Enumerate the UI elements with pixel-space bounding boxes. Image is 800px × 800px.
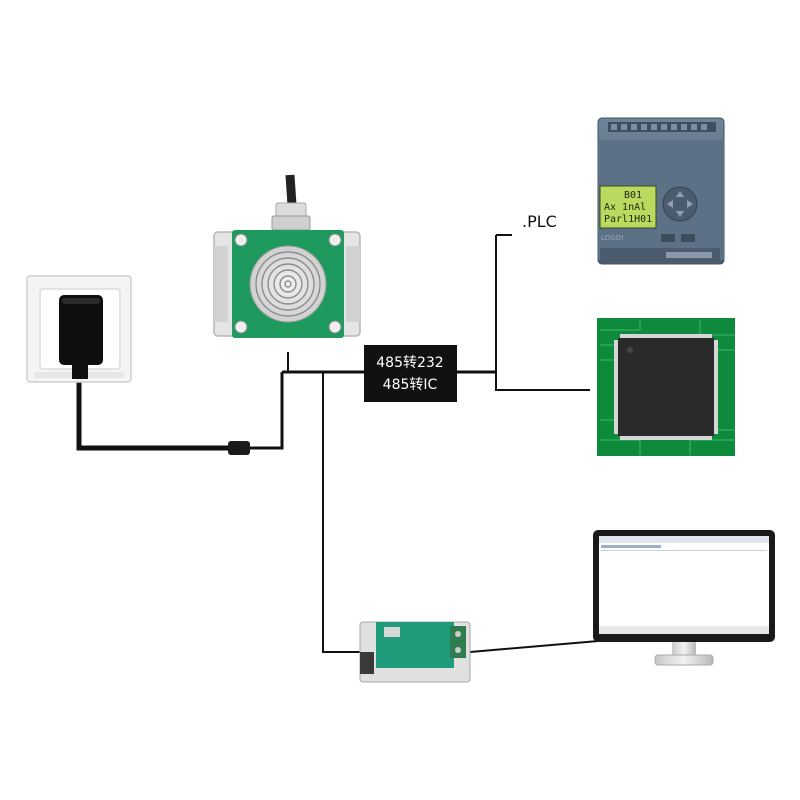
cable-connector — [228, 441, 250, 455]
plc-label: .PLC — [522, 212, 557, 231]
module-to-pc — [469, 639, 611, 653]
power-adapter-icon — [59, 295, 103, 379]
power-cable — [76, 380, 230, 451]
module-branch — [322, 372, 362, 653]
converter-label-1: 485转232 — [376, 355, 443, 371]
converter-box: 485转232 485转IC — [364, 345, 457, 402]
plc-branch — [495, 235, 590, 391]
plc-lcd-line1: B01 — [624, 190, 642, 201]
wires — [76, 234, 611, 653]
microcontroller-icon — [597, 318, 735, 456]
plc-icon: B01 Ax 1nAl Parl1H01 LOGO! — [597, 117, 725, 265]
plc-lcd-line3: Parl1H01 — [604, 214, 652, 225]
computer-monitor-icon — [593, 530, 775, 666]
plc-lcd-line2: Ax 1nAl — [604, 202, 646, 213]
rain-sensor-icon — [213, 174, 361, 338]
rs485-module-icon — [359, 621, 471, 683]
power-cable-2 — [248, 372, 284, 450]
converter-label-2: 485转IC — [383, 377, 438, 393]
plc-brand: LOGO! — [601, 234, 624, 242]
